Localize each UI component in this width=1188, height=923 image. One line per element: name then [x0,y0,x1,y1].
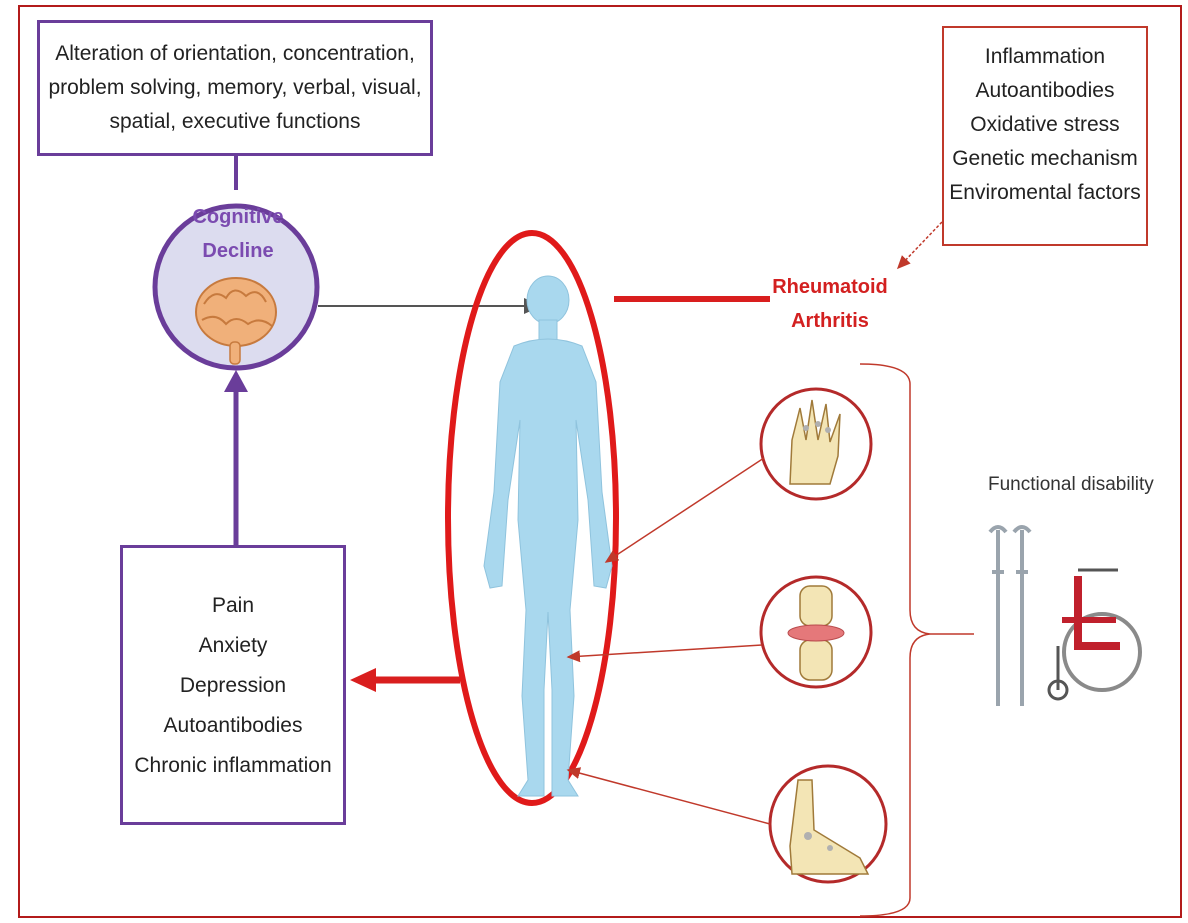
ra-line: Rheumatoid [740,270,920,304]
line-hand-to-body [606,458,764,562]
factor-line: Enviromental factors [948,176,1142,210]
contributing-factor-line: Chronic inflammation [127,746,339,786]
contributing-factor-line: Autoantibodies [127,706,339,746]
crutches-icon [990,527,1030,706]
cognitive-decline-line: Decline [158,234,318,268]
top-box-line: problem solving, memory, verbal, visual, [48,71,422,105]
arrow-leftbox-to-cognitive [224,370,248,545]
contributing-factor-line: Anxiety [127,626,339,666]
factor-line: Oxidative stress [948,108,1142,142]
ra-line: Arthritis [740,304,920,338]
factor-line: Genetic mechanism [948,142,1142,176]
cognitive-alterations-box: Alteration of orientation, concentration… [37,20,433,156]
arrow-body-to-leftbox [350,668,460,692]
hand-joint-circle [761,389,871,499]
foot-joint-circle [770,766,886,882]
top-box-line: spatial, executive functions [48,105,422,139]
knee-joint-circle [761,577,871,687]
contributing-factors-box: Pain Anxiety Depression Autoantibodies C… [120,545,346,825]
top-box-line: Alteration of orientation, concentration… [48,37,422,71]
rheumatoid-arthritis-label: Rheumatoid Arthritis [740,270,920,338]
factor-line: Inflammation [948,40,1142,74]
factor-line: Autoantibodies [948,74,1142,108]
cognitive-decline-line: Cognitive [158,200,318,234]
cognitive-decline-label: Cognitive Decline [158,200,318,268]
wheelchair-icon [1049,570,1140,699]
ra-factors-box: Inflammation Autoantibodies Oxidative st… [942,26,1148,246]
contributing-factor-line: Pain [127,586,339,626]
functional-disability-label: Functional disability [988,474,1188,496]
line-knee-to-body [568,645,762,657]
line-foot-to-body [568,770,770,824]
contributing-factor-line: Depression [127,666,339,706]
arrow-factors-to-ra [898,222,942,268]
